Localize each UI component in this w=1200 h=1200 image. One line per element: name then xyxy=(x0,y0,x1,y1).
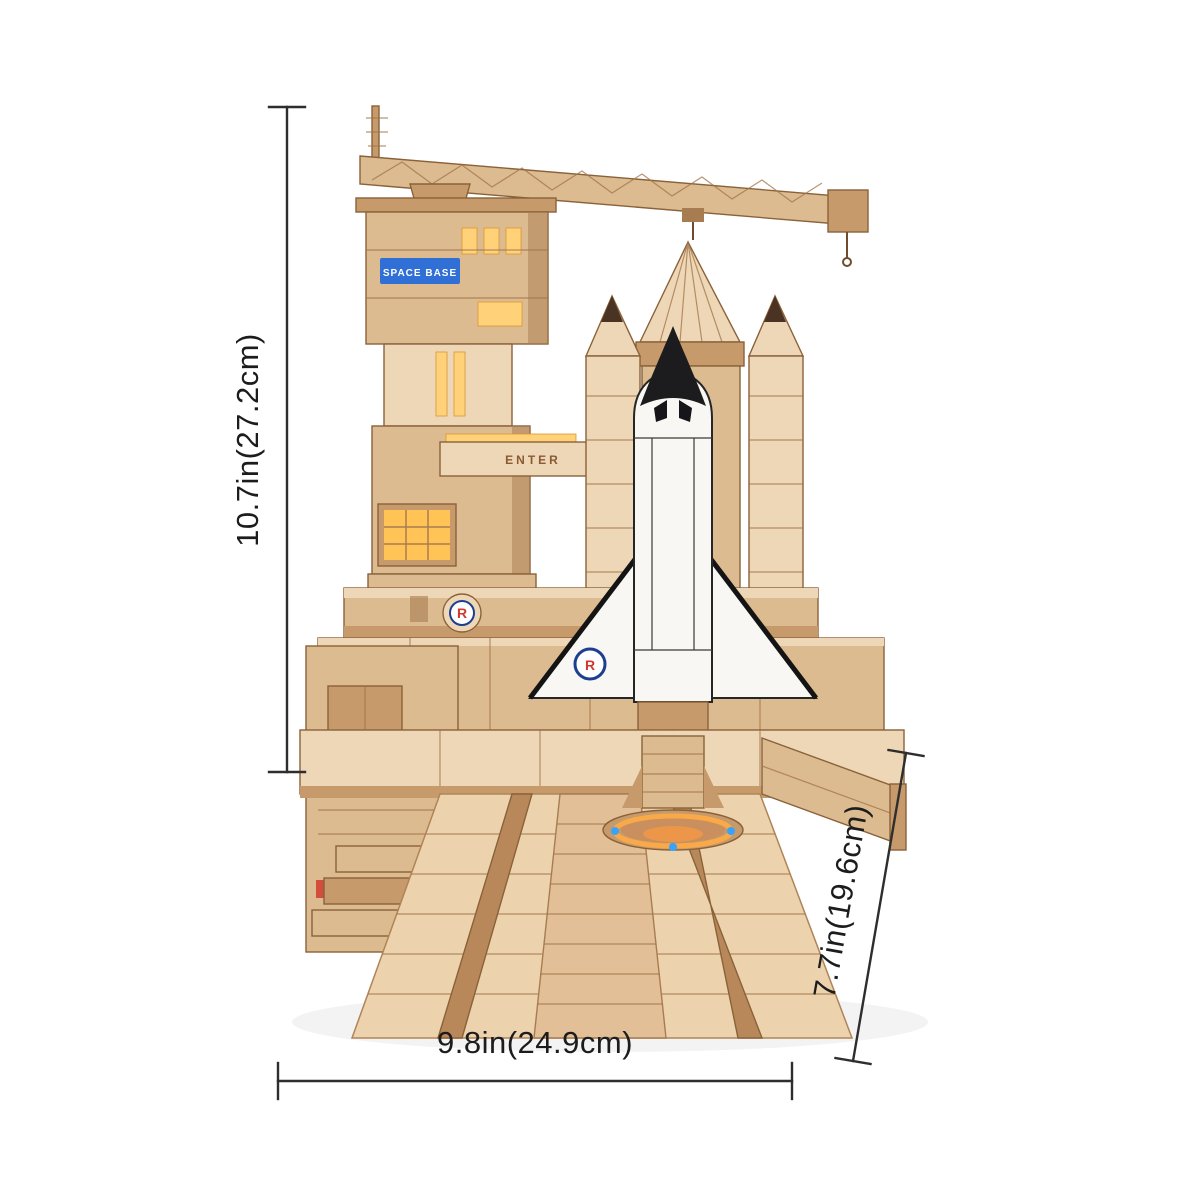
height-dimension: 10.7in(27.2cm) xyxy=(230,105,307,774)
crane-trolley xyxy=(682,208,704,222)
tower-neck xyxy=(383,343,513,427)
height-dimension-label: 10.7in(27.2cm) xyxy=(230,333,265,547)
lit-grid-panel xyxy=(384,510,450,560)
crane-hook xyxy=(842,257,852,267)
pad-logo-letter: R xyxy=(457,605,467,621)
wing-logo-letter: R xyxy=(585,657,595,673)
lit-window xyxy=(435,351,448,417)
space-base-sticker-text: SPACE BASE xyxy=(383,268,457,279)
wing-logo-badge xyxy=(573,647,607,681)
lit-window xyxy=(453,351,466,417)
lit-window xyxy=(483,227,500,255)
launch-mount xyxy=(602,735,744,851)
space-base-sticker xyxy=(380,258,460,284)
mount-column xyxy=(641,735,705,809)
depth-dimension-line xyxy=(851,751,908,1063)
depth-dimension: 7.7in(19.6cm) xyxy=(806,748,925,1066)
enter-sticker-text: ENTER xyxy=(505,453,561,467)
pad-light xyxy=(611,827,619,835)
booster-tip xyxy=(601,296,623,322)
pad-logo-badge xyxy=(449,600,475,626)
space-shuttle-orbiter: R xyxy=(527,326,819,743)
pad-light xyxy=(669,843,677,851)
lit-window xyxy=(461,227,478,255)
lit-window xyxy=(477,301,523,327)
cockpit-window xyxy=(679,400,692,422)
booster-tip xyxy=(764,296,786,322)
lit-window xyxy=(505,227,522,255)
left-rail xyxy=(437,793,533,1039)
width-dimension: 9.8in(24.9cm) xyxy=(276,1025,794,1101)
width-dimension-label: 9.8in(24.9cm) xyxy=(437,1025,633,1060)
cockpit-window xyxy=(654,400,667,422)
center-track xyxy=(533,793,667,1039)
pad-light xyxy=(727,827,735,835)
wooden-space-shuttle-model: SPACE BASE ENTER xyxy=(292,105,928,1052)
depth-dimension-label: 7.7in(19.6cm) xyxy=(806,802,875,1001)
nose-cone xyxy=(640,326,706,406)
